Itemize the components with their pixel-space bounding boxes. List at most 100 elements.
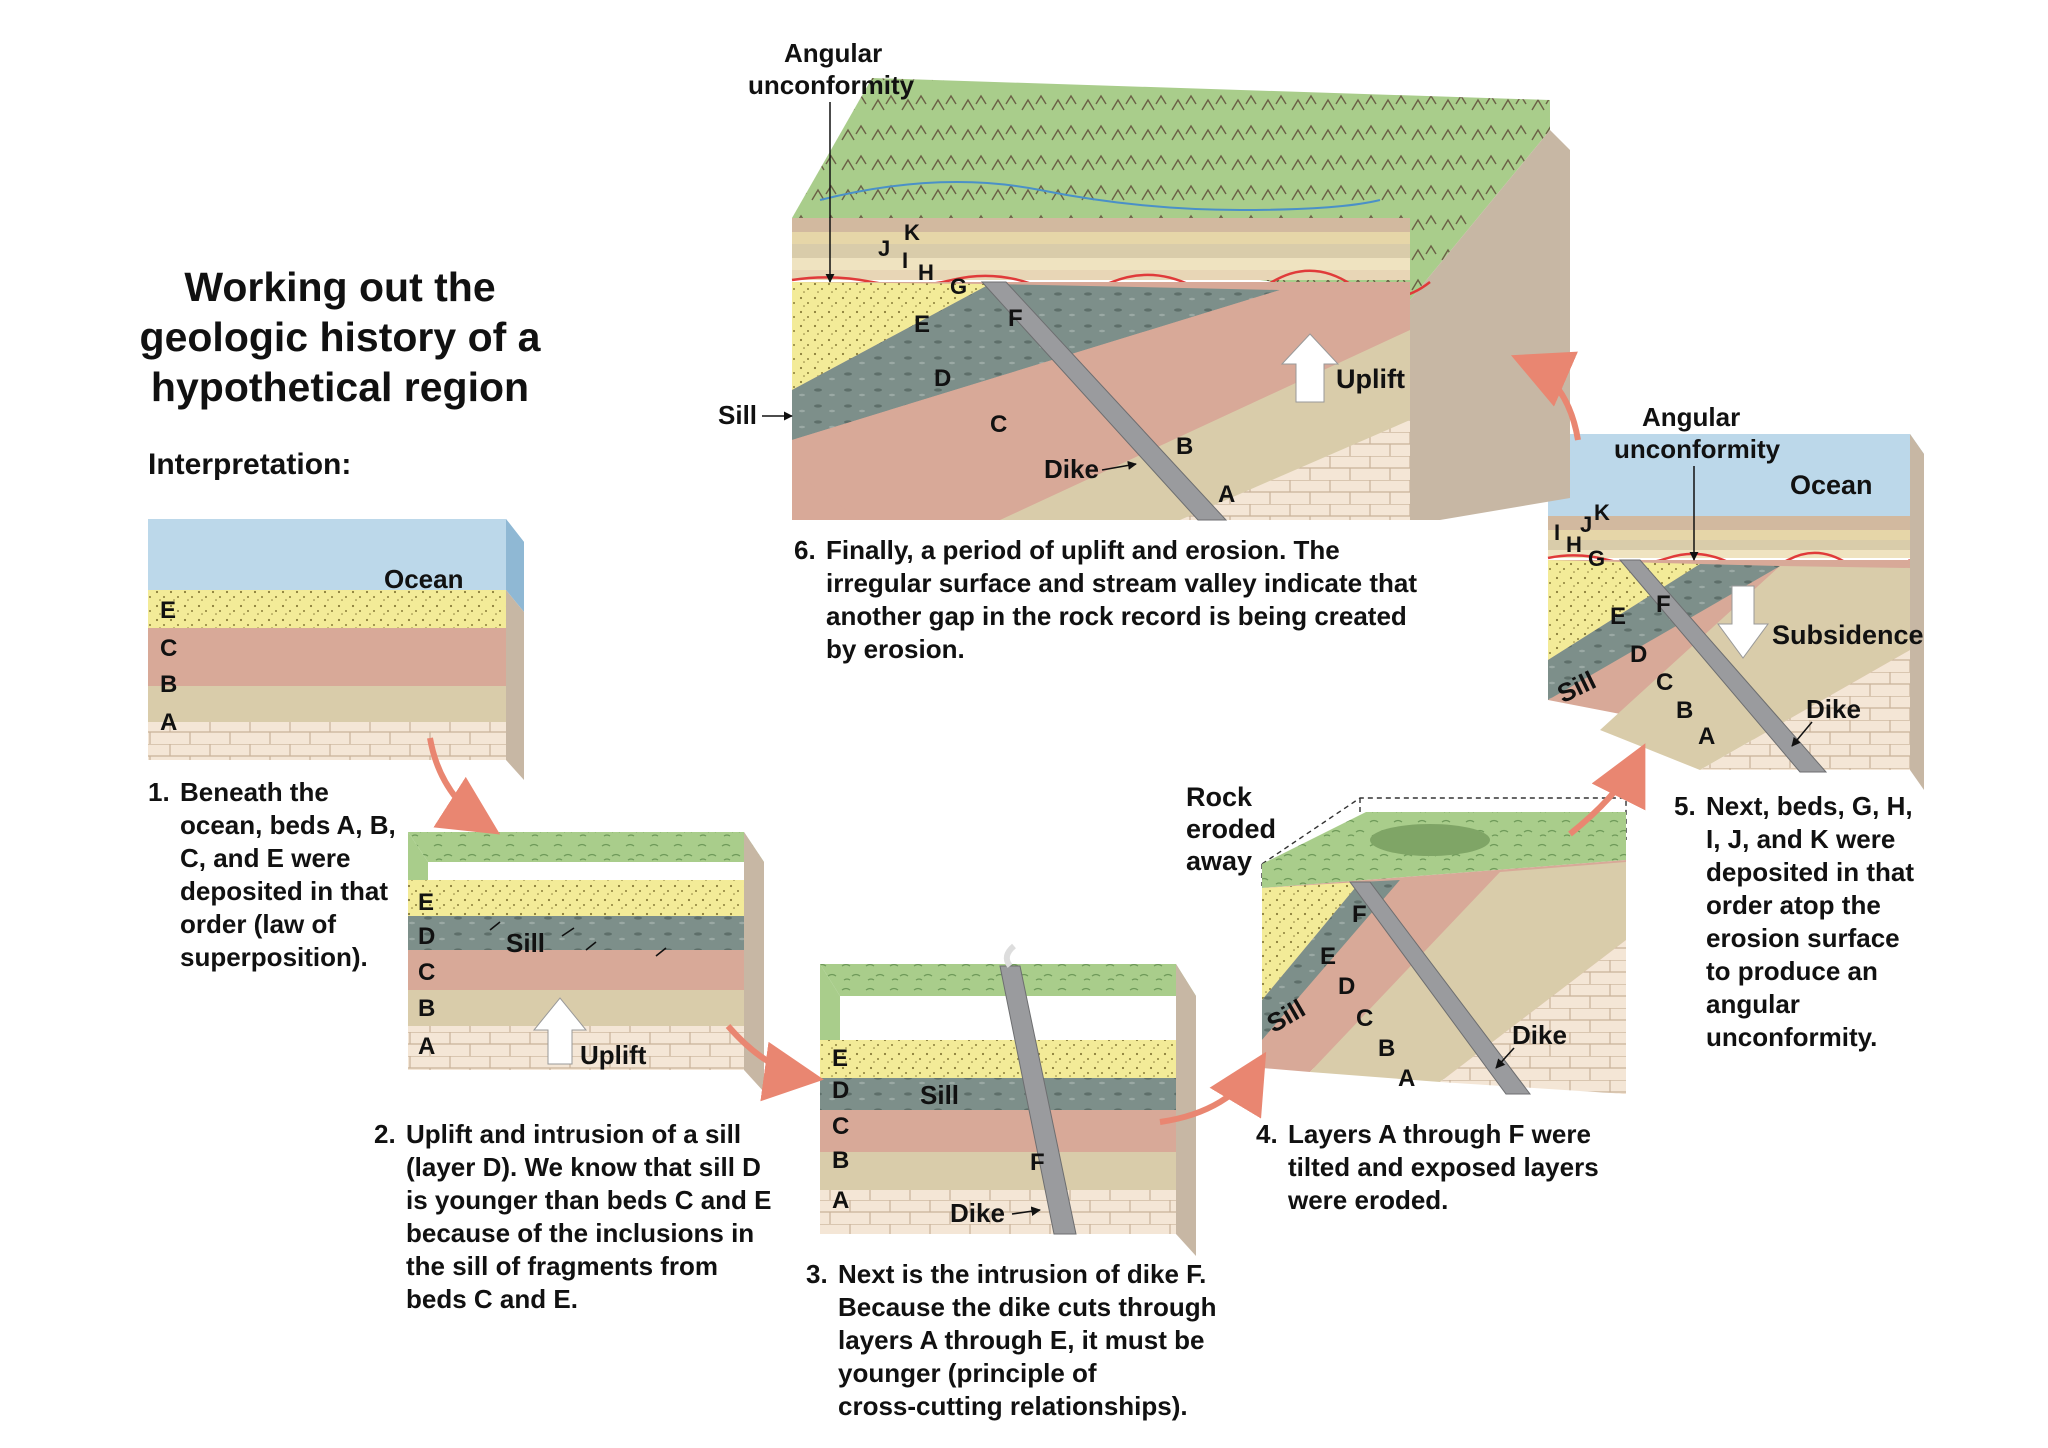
block1-bed-e bbox=[148, 590, 506, 628]
step-3-number: 3. bbox=[806, 1258, 828, 1291]
block5-label-h: H bbox=[1566, 532, 1582, 557]
block5-label-e: E bbox=[1610, 603, 1626, 630]
block4-label-f: F bbox=[1352, 901, 1367, 928]
block2-label-a: A bbox=[418, 1033, 435, 1060]
block6-dike-label: Dike bbox=[1044, 454, 1099, 484]
block2-label-c: C bbox=[418, 959, 435, 986]
block6-label-d: D bbox=[934, 365, 951, 392]
block4-label-a: A bbox=[1398, 1065, 1415, 1092]
block3-label-e: E bbox=[832, 1045, 848, 1072]
step-5-line: erosion surface bbox=[1706, 922, 1914, 955]
block2-label-b: B bbox=[418, 995, 435, 1022]
block5-label-f: F bbox=[1656, 591, 1671, 618]
block2-surface bbox=[408, 832, 764, 862]
block5-subsidence-label: Subsidence bbox=[1772, 620, 1924, 650]
block1-ocean-label: Ocean bbox=[384, 564, 464, 594]
step-6-line: irregular surface and stream valley indi… bbox=[826, 567, 1417, 600]
step-3-line: younger (principle of bbox=[838, 1357, 1217, 1390]
step-2-line: because of the inclusions in bbox=[406, 1217, 772, 1250]
step-5-line: to produce an bbox=[1706, 955, 1914, 988]
block1-bed-b bbox=[148, 686, 506, 722]
block5-label-d: D bbox=[1630, 641, 1647, 668]
caption-step-4: 4. Layers A through F were tilted and ex… bbox=[1256, 1118, 1599, 1217]
step-4-line: were eroded. bbox=[1288, 1184, 1599, 1217]
block3-label-a: A bbox=[832, 1187, 849, 1214]
block-1: Ocean E C B A bbox=[148, 519, 524, 780]
step-4-number: 4. bbox=[1256, 1118, 1278, 1151]
step-4-line: tilted and exposed layers bbox=[1288, 1151, 1599, 1184]
caption-step-2: 2. Uplift and intrusion of a sill (layer… bbox=[374, 1118, 772, 1316]
step-5-line: deposited in that bbox=[1706, 856, 1914, 889]
step-3-line: Next is the intrusion of dike F. bbox=[838, 1258, 1217, 1291]
block6-label-i: I bbox=[902, 248, 908, 273]
step-1-line: deposited in that bbox=[180, 875, 396, 908]
block6-label-a: A bbox=[1218, 481, 1235, 508]
block1-bed-a bbox=[148, 722, 506, 760]
block3-sill-d bbox=[820, 1078, 1176, 1110]
step-2-number: 2. bbox=[374, 1118, 396, 1151]
step-2-line: beds C and E. bbox=[406, 1283, 772, 1316]
block4-label-d: D bbox=[1338, 973, 1355, 1000]
step-2-line: is younger than beds C and E bbox=[406, 1184, 772, 1217]
block6-label-h: H bbox=[918, 260, 934, 285]
block5-label-g: G bbox=[1588, 546, 1605, 571]
block4-rock-label: Rock bbox=[1186, 782, 1253, 812]
step-1-number: 1. bbox=[148, 776, 170, 809]
block4-dike-label: Dike bbox=[1512, 1020, 1567, 1050]
step-1-line: C, and E were bbox=[180, 842, 396, 875]
block6-unconformity-label: unconformity bbox=[748, 70, 915, 100]
block6-label-b: B bbox=[1176, 433, 1193, 460]
step-6-number: 6. bbox=[794, 534, 816, 567]
block2-sill-d bbox=[408, 916, 744, 950]
block2-sill-label: Sill bbox=[506, 928, 545, 958]
step-5-line: I, J, and K were bbox=[1706, 823, 1914, 856]
block4-label-b: B bbox=[1378, 1035, 1395, 1062]
step-5-number: 5. bbox=[1674, 790, 1696, 823]
block4-label-e: E bbox=[1320, 943, 1336, 970]
caption-step-5: 5. Next, beds, G, H, I, J, and K were de… bbox=[1674, 790, 1914, 1054]
block2-bed-c bbox=[408, 950, 744, 990]
block3-label-d: D bbox=[832, 1077, 849, 1104]
block2-uplift-label: Uplift bbox=[580, 1040, 647, 1070]
block3-bed-c bbox=[820, 1110, 1176, 1152]
block4-away-label: away bbox=[1186, 846, 1252, 876]
step-1-line: Beneath the bbox=[180, 776, 396, 809]
block3-label-b: B bbox=[832, 1147, 849, 1174]
block1-label-a: A bbox=[160, 709, 177, 736]
block5-unconformity-label: unconformity bbox=[1614, 434, 1781, 464]
caption-step-1: 1. Beneath the ocean, beds A, B, C, and … bbox=[148, 776, 396, 974]
block2-label-d: D bbox=[418, 923, 435, 950]
block3-bed-b bbox=[820, 1152, 1176, 1190]
step-3-line: layers A through E, it must be bbox=[838, 1324, 1217, 1357]
block5-label-b: B bbox=[1676, 697, 1693, 724]
step-3-line: Because the dike cuts through bbox=[838, 1291, 1217, 1324]
block6-label-k: K bbox=[904, 220, 920, 245]
step-4-line: Layers A through F were bbox=[1288, 1118, 1599, 1151]
block6-label-c: C bbox=[990, 411, 1007, 438]
step-5-line: unconformity. bbox=[1706, 1021, 1914, 1054]
block6-label-e: E bbox=[914, 311, 930, 338]
block4-label-c: C bbox=[1356, 1005, 1373, 1032]
block2-bed-a bbox=[408, 1026, 744, 1070]
block5-label-c: C bbox=[1656, 669, 1673, 696]
block4-eroded-label: eroded bbox=[1186, 814, 1276, 844]
caption-step-3: 3. Next is the intrusion of dike F. Beca… bbox=[806, 1258, 1217, 1423]
block6-label-g: G bbox=[950, 274, 967, 299]
block1-label-b: B bbox=[160, 671, 177, 698]
block3-sill-label: Sill bbox=[920, 1080, 959, 1110]
step-6-line: another gap in the rock record is being … bbox=[826, 600, 1417, 633]
step-6-line: Finally, a period of uplift and erosion.… bbox=[826, 534, 1417, 567]
step-5-line: angular bbox=[1706, 988, 1914, 1021]
block5-label-i: I bbox=[1554, 520, 1560, 545]
block2-bed-e bbox=[408, 880, 744, 916]
block1-label-e: E bbox=[160, 597, 176, 624]
block5-label-k: K bbox=[1594, 500, 1610, 525]
block3-bed-e bbox=[820, 1040, 1176, 1078]
step-2-line: the sill of fragments from bbox=[406, 1250, 772, 1283]
block-5: Angular unconformity Ocean Subsidence Di… bbox=[1548, 402, 1924, 790]
step-5-line: Next, beds, G, H, bbox=[1706, 790, 1914, 823]
block3-dike-label: Dike bbox=[950, 1198, 1005, 1228]
block6-label-f: F bbox=[1008, 305, 1023, 332]
step-5-line: order atop the bbox=[1706, 889, 1914, 922]
